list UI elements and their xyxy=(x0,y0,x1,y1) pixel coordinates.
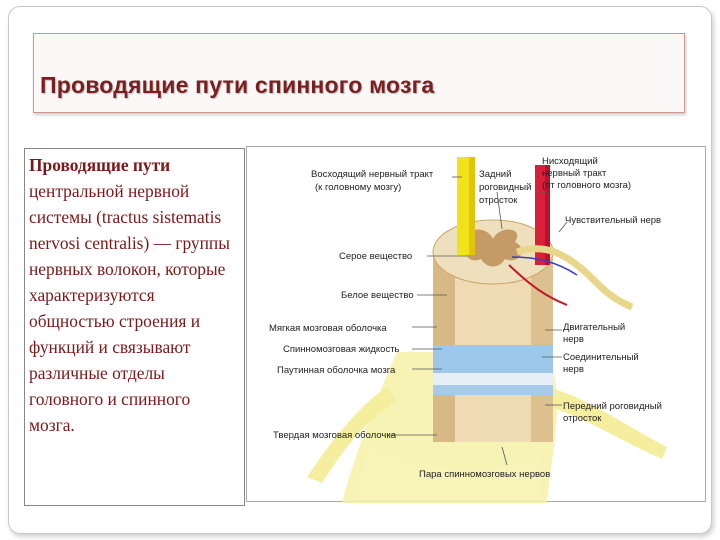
label-connecting-nerve-1: Соединительный xyxy=(563,352,639,363)
label-arachnoid: Паутинная оболочка мозга xyxy=(277,365,396,376)
csf-band xyxy=(433,345,553,373)
label-csf: Спинномозговая жидкость xyxy=(283,344,400,355)
gray-matter-shape xyxy=(465,229,522,267)
label-sensory-nerve: Чувствительный нерв xyxy=(565,215,661,226)
label-descending-2: нервный тракт xyxy=(542,168,607,179)
label-descending-3: (от головного мозга) xyxy=(542,180,631,191)
label-pia-mater: Мягкая мозговая оболочка xyxy=(269,323,387,334)
label-descending-1: Нисходящий xyxy=(542,156,598,167)
text-box: Проводящие пути центральной нервной сист… xyxy=(24,148,245,506)
label-motor-nerve-1: Двигательный xyxy=(563,322,625,333)
spinal-cord-diagram: Восходящий нервный тракт (к головному мо… xyxy=(269,156,667,503)
body-text-bold: Проводящие пути xyxy=(29,155,171,175)
label-spinal-nerves: Пара спинномозговых нервов xyxy=(419,469,550,480)
label-anterior-horn-2: отросток xyxy=(563,413,602,424)
spinal-cord-figure: Восходящий нервный тракт (к головному мо… xyxy=(246,146,706,503)
descending-tract xyxy=(535,165,550,265)
label-connecting-nerve-2: нерв xyxy=(563,364,584,375)
title-box xyxy=(33,33,685,113)
label-motor-nerve-2: нерв xyxy=(563,334,584,345)
nerve-roots xyxy=(508,245,634,311)
leader-lines xyxy=(389,176,568,466)
label-posterior-horn-1: Задний xyxy=(479,169,511,180)
label-ascending-2: (к головному мозгу) xyxy=(315,182,401,193)
body-text-rest: центральной нервной системы (tractus sis… xyxy=(29,181,230,435)
label-posterior-horn-3: отросток xyxy=(479,195,518,206)
label-white-matter: Белое вещество xyxy=(341,290,414,301)
label-dura-mater: Твердая мозговая оболочка xyxy=(273,430,397,441)
ascending-tract xyxy=(457,157,475,255)
label-ascending-1: Восходящий нервный тракт xyxy=(311,169,434,180)
label-posterior-horn-2: роговидный xyxy=(479,182,531,193)
body-text: Проводящие пути центральной нервной сист… xyxy=(29,152,240,438)
label-anterior-horn-1: Передний роговидный xyxy=(563,401,662,412)
spinal-cord-cylinder xyxy=(432,219,554,442)
slide-title: Проводящие пути спинного мозга xyxy=(40,72,435,98)
label-gray-matter: Серое вещество xyxy=(339,251,412,262)
